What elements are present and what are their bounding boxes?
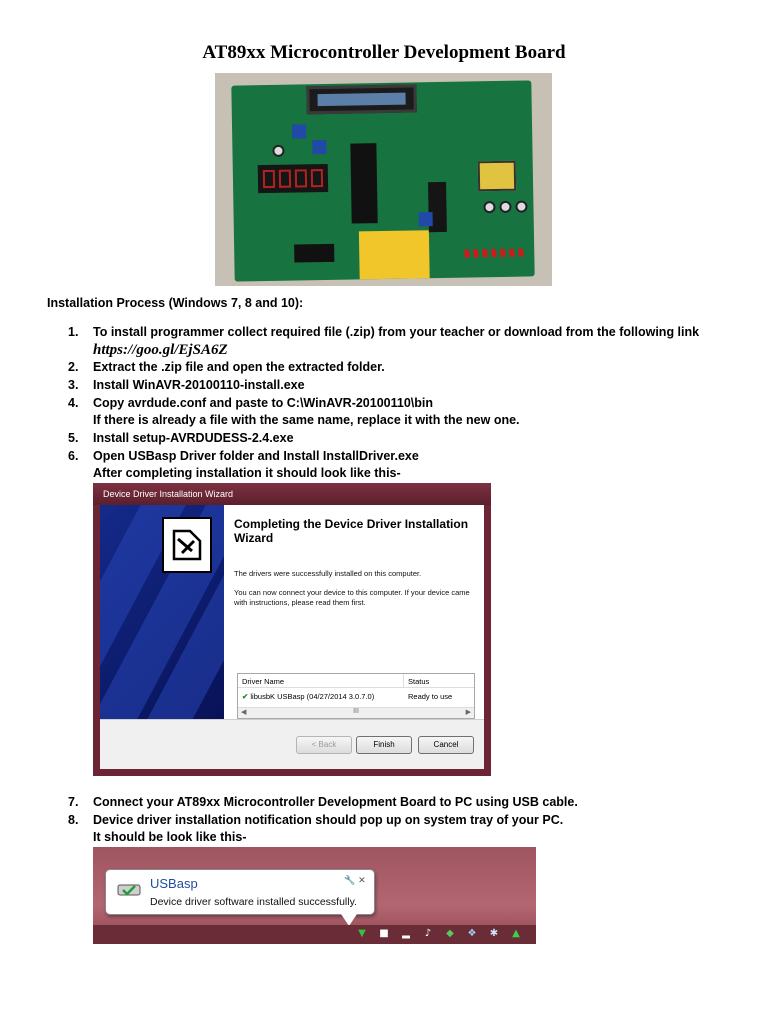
step-subtext: After completing installation it should …: [93, 466, 401, 480]
download-link[interactable]: https://goo.gl/EjSA6Z: [93, 342, 228, 358]
step-text: Install WinAVR-20100110-install.exe: [93, 378, 305, 392]
dropbox-icon[interactable]: ❖: [467, 928, 477, 939]
step-text: Open USBasp Driver folder and Install In…: [93, 449, 419, 463]
scroll-thumb[interactable]: III: [353, 708, 359, 715]
back-button[interactable]: < Back: [296, 736, 352, 754]
step-number: 7.: [68, 795, 79, 809]
step-text: Install setup-AVRDUDESS-2.4.exe: [93, 431, 294, 445]
wizard-footer: < Back Finish Cancel: [100, 719, 484, 769]
installation-heading: Installation Process (Windows 7, 8 and 1…: [47, 296, 304, 310]
horizontal-scrollbar[interactable]: ◀ III ▶: [238, 707, 474, 718]
step-text: To install programmer collect required f…: [93, 325, 700, 339]
scroll-right-icon[interactable]: ▶: [465, 709, 471, 716]
network-icon[interactable]: ▂: [402, 928, 410, 939]
step-number: 5.: [68, 431, 79, 445]
wizard-title-bar: Device Driver Installation Wizard: [93, 483, 491, 505]
wizard-side-banner: [100, 505, 224, 719]
scroll-left-icon[interactable]: ◀: [241, 709, 247, 716]
table-row: ✔ libusbK USBasp (04/27/2014 3.0.7.0): [238, 690, 404, 703]
usb-device-icon: [116, 882, 144, 898]
app-tray-icon[interactable]: ◆: [446, 928, 454, 939]
cancel-button[interactable]: Cancel: [418, 736, 474, 754]
notification-balloon[interactable]: USBasp Device driver software installed …: [105, 869, 375, 915]
driver-status: Ready to use: [408, 692, 453, 701]
checkmark-icon: ✔: [242, 692, 249, 701]
step-text: Extract the .zip file and open the extra…: [93, 360, 385, 374]
driver-table: Driver Name Status ✔ libusbK USBasp (04/…: [237, 673, 475, 719]
finish-button[interactable]: Finish: [356, 736, 412, 754]
driver-wizard-screenshot: Device Driver Installation Wizard Comple…: [93, 483, 491, 776]
hardware-icon: [162, 517, 212, 573]
wizard-heading: Completing the Device Driver Installatio…: [234, 517, 469, 545]
step-number: 4.: [68, 396, 79, 410]
driver-name: libusbK USBasp (04/27/2014 3.0.7.0): [250, 692, 375, 701]
tray-notification-screenshot: USBasp Device driver software installed …: [93, 847, 536, 944]
table-header-status: Status: [404, 674, 474, 688]
table-header-driver: Driver Name: [238, 674, 404, 688]
step-number: 8.: [68, 813, 79, 827]
step-subtext: It should be look like this-: [93, 830, 247, 844]
step-number: 1.: [68, 325, 79, 339]
document-title: AT89xx Microcontroller Development Board: [202, 42, 566, 63]
development-board-photo: [215, 73, 552, 286]
wizard-body: Completing the Device Driver Installatio…: [100, 505, 484, 769]
step-text: Copy avrdude.conf and paste to C:\WinAVR…: [93, 396, 434, 410]
step-text: Device driver installation notification …: [93, 813, 564, 827]
device-install-icon[interactable]: ▼: [358, 928, 366, 939]
balloon-pointer: [341, 914, 357, 926]
safely-remove-icon[interactable]: ▲: [512, 928, 520, 939]
step-number: 2.: [68, 360, 79, 374]
action-center-icon[interactable]: ■: [379, 928, 389, 939]
wizard-instruction-text: You can now connect your device to this …: [234, 588, 470, 607]
step-subtext: If there is already a file with the same…: [93, 413, 520, 427]
pcb-illustration: [231, 80, 535, 282]
step-number: 3.: [68, 378, 79, 392]
volume-icon[interactable]: ♪: [424, 928, 432, 939]
list-item-link[interactable]: https://goo.gl/EjSA6Z: [93, 342, 228, 359]
step-text: Connect your AT89xx Microcontroller Deve…: [93, 795, 578, 809]
notification-title: USBasp: [150, 876, 198, 891]
bluetooth-icon[interactable]: ✱: [489, 928, 499, 939]
notification-options-icon[interactable]: 🔧 ✕: [344, 876, 366, 886]
step-number: 6.: [68, 449, 79, 463]
taskbar-tray: ▼ ■ ▂ ♪ ◆ ❖ ✱ ▲: [93, 925, 536, 944]
notification-message: Device driver software installed success…: [150, 896, 357, 908]
wizard-success-text: The drivers were successfully installed …: [234, 569, 422, 578]
